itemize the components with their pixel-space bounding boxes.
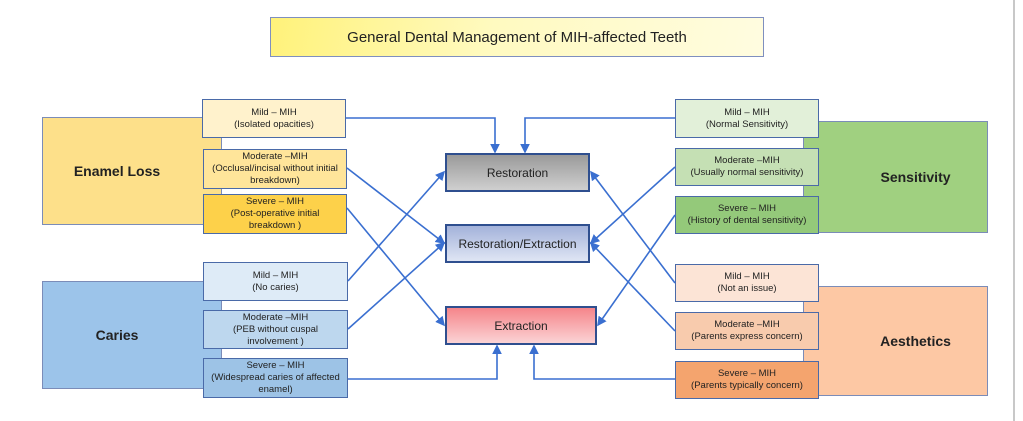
category-label: Enamel Loss <box>73 163 161 179</box>
severity-label: Severe – MIH <box>246 360 305 371</box>
severity-desc: (PEB without cuspal involvement ) <box>232 323 318 347</box>
severity-label: Mild – MIH <box>724 106 770 118</box>
sensitivity-moderate-box: Moderate –MIH (Usually normal sensitivit… <box>675 148 819 186</box>
outcome-restoration: Restoration <box>445 153 590 192</box>
category-aesthetics: Aesthetics <box>803 286 988 396</box>
severity-label: Moderate –MIH <box>242 151 308 162</box>
severity-label: Mild – MIH <box>252 269 299 281</box>
caries-moderate-box: Moderate –MIH (PEB without cuspal involv… <box>203 310 348 349</box>
enamel-severe-box: Severe – MIH (Post-operative initial bre… <box>203 194 347 234</box>
connector-caries-mild-to-restoration <box>347 170 446 282</box>
outcome-label: Extraction <box>494 318 548 333</box>
connector-sensitivity-mild-to-restoration <box>520 117 675 154</box>
outcome-restoration-extraction: Restoration/Extraction <box>445 224 590 263</box>
severity-desc: (Post-operative initial breakdown ) <box>230 208 320 231</box>
severity-label: Mild – MIH <box>251 106 297 118</box>
sensitivity-severe-box: Severe – MIH (History of dental sensitiv… <box>675 196 819 234</box>
diagram-title-text: General Dental Management of MIH-affecte… <box>347 28 687 46</box>
connector-aesthetics-moderate-to-resext <box>589 241 676 332</box>
caries-mild-box: Mild – MIH (No caries) <box>203 262 348 301</box>
severity-label: Moderate –MIH <box>714 319 780 330</box>
severity-desc: (Widespread caries of affected enamel) <box>211 372 340 395</box>
severity-desc: (Isolated opacities) <box>234 118 314 130</box>
severity-label: Mild – MIH <box>724 271 770 282</box>
severity-label: Severe – MIH <box>717 203 777 214</box>
severity-desc: (History of dental sensitivity) <box>687 215 807 226</box>
aesthetics-mild-box: Mild – MIH (Not an issue) <box>675 264 819 302</box>
category-label: Sensitivity <box>880 169 951 185</box>
connector-sensitivity-moderate-to-resext <box>589 166 676 245</box>
outcome-extraction: Extraction <box>445 306 597 345</box>
connector-aesthetics-severe-to-extraction <box>529 344 675 380</box>
outcome-label: Restoration/Extraction <box>458 236 577 251</box>
frame-border <box>1013 0 1015 421</box>
category-caries: Caries <box>42 281 222 389</box>
outcome-label: Restoration <box>486 165 549 180</box>
aesthetics-severe-box: Severe – MIH (Parents typically concern) <box>675 361 819 399</box>
severity-desc: (Parents typically concern) <box>691 380 803 391</box>
severity-desc: (Parents express concern) <box>691 331 803 342</box>
severity-desc: (Not an issue) <box>717 283 777 294</box>
enamel-mild-box: Mild – MIH (Isolated opacities) <box>202 99 346 138</box>
aesthetics-moderate-box: Moderate –MIH (Parents express concern) <box>675 312 819 350</box>
severity-label: Moderate –MIH <box>242 311 309 323</box>
connector-enamel-moderate-to-resext <box>346 167 446 244</box>
connector-sensitivity-severe-to-extraction <box>597 214 676 327</box>
connector-caries-severe-to-extraction <box>348 344 502 380</box>
connector-enamel-mild-to-restoration <box>346 117 500 154</box>
diagram-title: General Dental Management of MIH-affecte… <box>270 17 764 57</box>
category-enamel-loss: Enamel Loss <box>42 117 222 225</box>
enamel-moderate-box: Moderate –MIH (Occlusal/incisal without … <box>203 149 347 189</box>
connector-caries-moderate-to-resext <box>347 241 446 330</box>
category-label: Aesthetics <box>880 333 951 349</box>
category-sensitivity: Sensitivity <box>803 121 988 233</box>
connector-enamel-severe-to-extraction <box>346 207 446 327</box>
severity-label: Severe – MIH <box>717 368 777 379</box>
severity-desc: (Usually normal sensitivity) <box>690 167 804 178</box>
severity-desc: (Normal Sensitivity) <box>705 118 789 130</box>
sensitivity-mild-box: Mild – MIH (Normal Sensitivity) <box>675 99 819 138</box>
caries-severe-box: Severe – MIH (Widespread caries of affec… <box>203 358 348 398</box>
severity-desc: (No caries) <box>252 281 299 293</box>
severity-desc: (Occlusal/incisal without initial breakd… <box>212 163 338 186</box>
connector-aesthetics-mild-to-restoration <box>590 170 676 284</box>
category-label: Caries <box>95 327 139 343</box>
severity-label: Moderate –MIH <box>714 155 780 166</box>
severity-label: Severe – MIH <box>245 196 305 207</box>
